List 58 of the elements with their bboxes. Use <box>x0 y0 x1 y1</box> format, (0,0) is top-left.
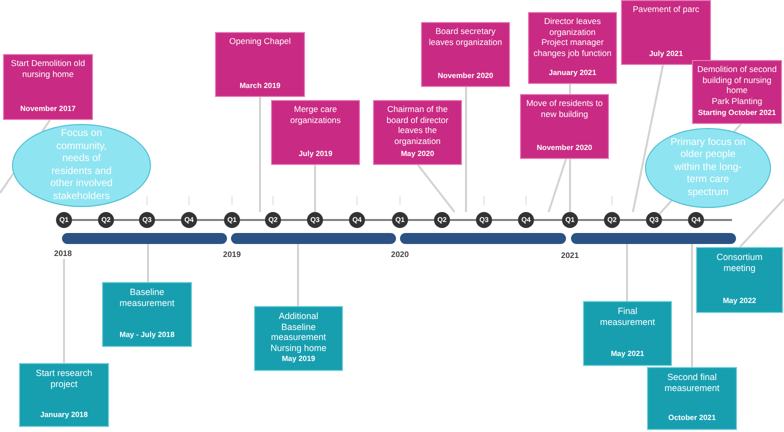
event-title: Demolition of second building of nursing home <box>696 64 778 96</box>
leader-line <box>548 158 567 212</box>
event-box <box>421 22 510 87</box>
leader-line <box>63 259 65 363</box>
milestone-title: Baseline measurement <box>118 287 176 308</box>
event-box <box>3 54 93 120</box>
event-box <box>520 94 609 159</box>
event-box <box>528 12 617 84</box>
year-label: 2018 <box>54 249 78 259</box>
year-bar <box>231 233 396 244</box>
milestone-title: Second final measurement <box>663 372 721 393</box>
leader-line <box>147 244 149 282</box>
event-box <box>271 100 360 165</box>
year-label: 2019 <box>223 250 241 260</box>
year-bar <box>571 233 736 244</box>
event-title: Chairman of the board of director leaves the organization <box>386 104 450 146</box>
milestone-box <box>102 282 192 347</box>
event-title: Start Demolition old nursing home <box>10 58 86 79</box>
milestone-box <box>254 306 343 371</box>
leader-line <box>658 200 672 215</box>
focus-text: Primary focus on older people within the long-term care spectrum <box>669 136 747 200</box>
leader-line <box>626 244 628 301</box>
focus-text: Focus on community, needs of residents and other involved stakeholders <box>49 128 114 203</box>
event-title: Merge care organizations <box>289 104 342 125</box>
milestone-title: Start research project <box>34 368 94 389</box>
milestone-box <box>583 301 672 366</box>
leader-line <box>691 244 693 367</box>
event-title: Opening Chapel <box>229 36 291 46</box>
leader-line <box>417 164 456 213</box>
leader-line <box>739 198 784 248</box>
leader-line <box>0 173 14 194</box>
event-title: Move of residents to new building <box>525 98 604 119</box>
leader-line <box>259 97 261 212</box>
milestone-box <box>696 247 783 313</box>
milestone-title: Final measurement <box>598 306 656 327</box>
milestone-title: Additional Baseline measurement Nursing home <box>269 311 328 353</box>
year-label: 2021 <box>561 251 579 261</box>
event-title: Park Planting <box>712 96 762 106</box>
milestone-box <box>647 367 737 430</box>
milestone-title: Consortium meeting <box>715 252 764 273</box>
leader-line <box>733 123 742 132</box>
event-box <box>373 100 462 165</box>
year-bar <box>62 233 227 244</box>
year-bar <box>400 233 566 244</box>
leader-line <box>632 64 664 212</box>
event-box <box>692 60 782 124</box>
year-label: 2020 <box>391 250 409 260</box>
event-title: Project manager changes job function <box>532 37 612 58</box>
event-title: Board secretary leaves organization <box>428 26 504 47</box>
event-title: Pavement of parc <box>632 4 700 14</box>
leader-line <box>465 87 467 212</box>
event-title: Director leaves organization <box>543 16 602 37</box>
leader-line <box>42 119 51 132</box>
leader-line <box>314 165 316 212</box>
milestone-box <box>19 363 109 427</box>
leader-line <box>297 244 299 306</box>
event-box <box>215 32 305 97</box>
event-box <box>621 0 711 65</box>
